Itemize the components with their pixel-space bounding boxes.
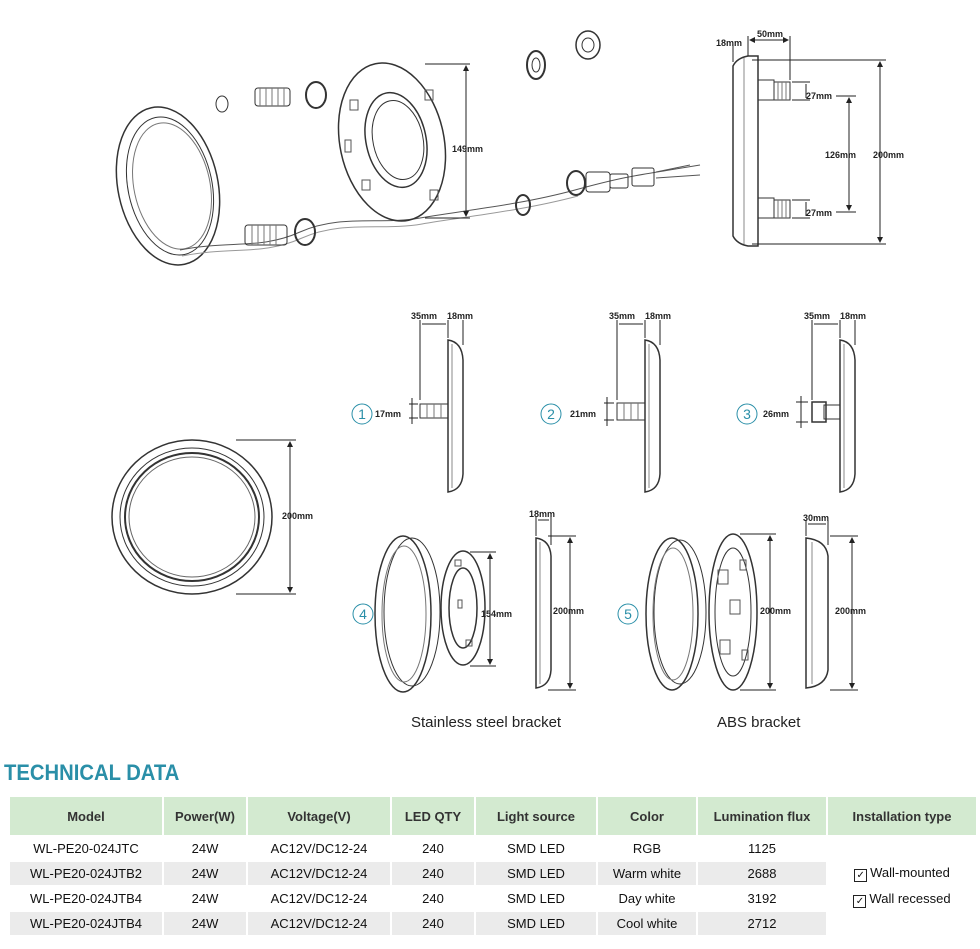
- dim-v1-18: 18mm: [447, 311, 473, 321]
- dim-v4-154: 154mm: [481, 609, 512, 619]
- table-row: WL-PE20-024JTB2 24W AC12V/DC12-24 240 SM…: [10, 862, 976, 885]
- dim-v2-35: 35mm: [609, 311, 635, 321]
- installation-option: ✓Wall-mounted: [828, 860, 976, 886]
- caption-stainless-bracket: Stainless steel bracket: [411, 714, 562, 731]
- side-view-top: [732, 36, 886, 247]
- marker-3: 3: [736, 403, 758, 425]
- dim-v1-35: 35mm: [411, 311, 437, 321]
- cell-color: Cool white: [598, 912, 696, 935]
- dim-v2-18: 18mm: [645, 311, 671, 321]
- cell-color: Warm white: [598, 862, 696, 885]
- dim-ring-200: 200mm: [282, 511, 313, 521]
- dim-149: 149mm: [452, 144, 483, 154]
- table-row: WL-PE20-024JTB4 24W AC12V/DC12-24 240 SM…: [10, 887, 976, 910]
- svg-text:1: 1: [358, 406, 366, 422]
- cell-model: WL-PE20-024JTC: [10, 837, 162, 860]
- col-lumination-flux: Lumination flux: [698, 797, 826, 835]
- dim-v2-height: 21mm: [570, 409, 596, 419]
- front-ring-view: [111, 439, 296, 595]
- col-light-source: Light source: [476, 797, 596, 835]
- technical-data-title: TECHNICAL DATA: [4, 760, 180, 785]
- product-drawings: 149mm 18mm 50mm 27mm 126mm 200mm 27mm: [111, 29, 904, 731]
- dim-v5-200a: 200mm: [760, 606, 791, 616]
- marker-4: 4: [352, 603, 374, 625]
- dim-v3-height: 26mm: [763, 409, 789, 419]
- svg-text:2: 2: [547, 406, 555, 422]
- variant-side-views: [409, 320, 856, 493]
- marker-2: 2: [540, 403, 562, 425]
- installation-option: ✓Wall recessed: [828, 886, 976, 912]
- technical-data-table: Model Power(W) Voltage(V) LED QTY Light …: [8, 795, 978, 937]
- cell-flux: 2688: [698, 862, 826, 885]
- dim-v1-height: 17mm: [375, 409, 401, 419]
- check-icon: ✓: [853, 895, 867, 908]
- cell-flux: 3192: [698, 887, 826, 910]
- dim-v4-18: 18mm: [529, 509, 555, 519]
- table-row: WL-PE20-024JTC 24W AC12V/DC12-24 240 SMD…: [10, 837, 976, 935]
- cell-color: RGB: [598, 837, 696, 860]
- cell-voltage: AC12V/DC12-24: [248, 912, 390, 935]
- col-color: Color: [598, 797, 696, 835]
- cell-flux: 1125: [698, 837, 826, 860]
- abs-bracket-assembly: [645, 520, 858, 691]
- marker-1: 1: [351, 403, 373, 425]
- cell-power: 24W: [164, 837, 246, 860]
- cell-model: WL-PE20-024JTB2: [10, 862, 162, 885]
- dim-top-200: 200mm: [873, 150, 904, 160]
- col-led-qty: LED QTY: [392, 797, 474, 835]
- cell-flux: 2712: [698, 912, 826, 935]
- dim-v3-35: 35mm: [804, 311, 830, 321]
- cell-model: WL-PE20-024JTB4: [10, 887, 162, 910]
- cell-power: 24W: [164, 862, 246, 885]
- svg-text:3: 3: [743, 406, 751, 422]
- cell-installation-type: ✓Wall-mounted ✓Wall recessed: [828, 837, 976, 935]
- cell-voltage: AC12V/DC12-24: [248, 837, 390, 860]
- dim-v4-200: 200mm: [553, 606, 584, 616]
- dim-top-18: 18mm: [716, 38, 742, 48]
- caption-abs-bracket: ABS bracket: [717, 714, 801, 731]
- cell-color: Day white: [598, 887, 696, 910]
- col-installation-type: Installation type: [828, 797, 976, 835]
- svg-text:4: 4: [359, 606, 367, 622]
- cell-light-source: SMD LED: [476, 862, 596, 885]
- marker-5: 5: [617, 603, 639, 625]
- cell-led-qty: 240: [392, 912, 474, 935]
- cell-model: WL-PE20-024JTB4: [10, 912, 162, 935]
- dim-top-27b: 27mm: [806, 208, 832, 218]
- dim-top-50: 50mm: [757, 29, 783, 39]
- dim-v5-200b: 200mm: [835, 606, 866, 616]
- dim-v3-18: 18mm: [840, 311, 866, 321]
- table-row: WL-PE20-024JTB4 24W AC12V/DC12-24 240 SM…: [10, 912, 976, 935]
- table-header-row: Model Power(W) Voltage(V) LED QTY Light …: [10, 797, 976, 835]
- cell-voltage: AC12V/DC12-24: [248, 862, 390, 885]
- cell-voltage: AC12V/DC12-24: [248, 887, 390, 910]
- col-voltage: Voltage(V): [248, 797, 390, 835]
- exploded-view: [115, 30, 701, 266]
- cell-led-qty: 240: [392, 837, 474, 860]
- dim-top-27a: 27mm: [806, 91, 832, 101]
- cell-light-source: SMD LED: [476, 912, 596, 935]
- cell-power: 24W: [164, 887, 246, 910]
- cell-led-qty: 240: [392, 887, 474, 910]
- check-icon: ✓: [854, 869, 868, 882]
- cell-light-source: SMD LED: [476, 887, 596, 910]
- dim-v5-30: 30mm: [803, 513, 829, 523]
- installation-label: Wall recessed: [869, 891, 951, 906]
- dim-top-126: 126mm: [825, 150, 856, 160]
- cell-power: 24W: [164, 912, 246, 935]
- cell-led-qty: 240: [392, 862, 474, 885]
- installation-label: Wall-mounted: [870, 865, 950, 880]
- svg-text:5: 5: [624, 606, 632, 622]
- cell-light-source: SMD LED: [476, 837, 596, 860]
- col-power: Power(W): [164, 797, 246, 835]
- stainless-bracket-assembly: [374, 516, 576, 693]
- col-model: Model: [10, 797, 162, 835]
